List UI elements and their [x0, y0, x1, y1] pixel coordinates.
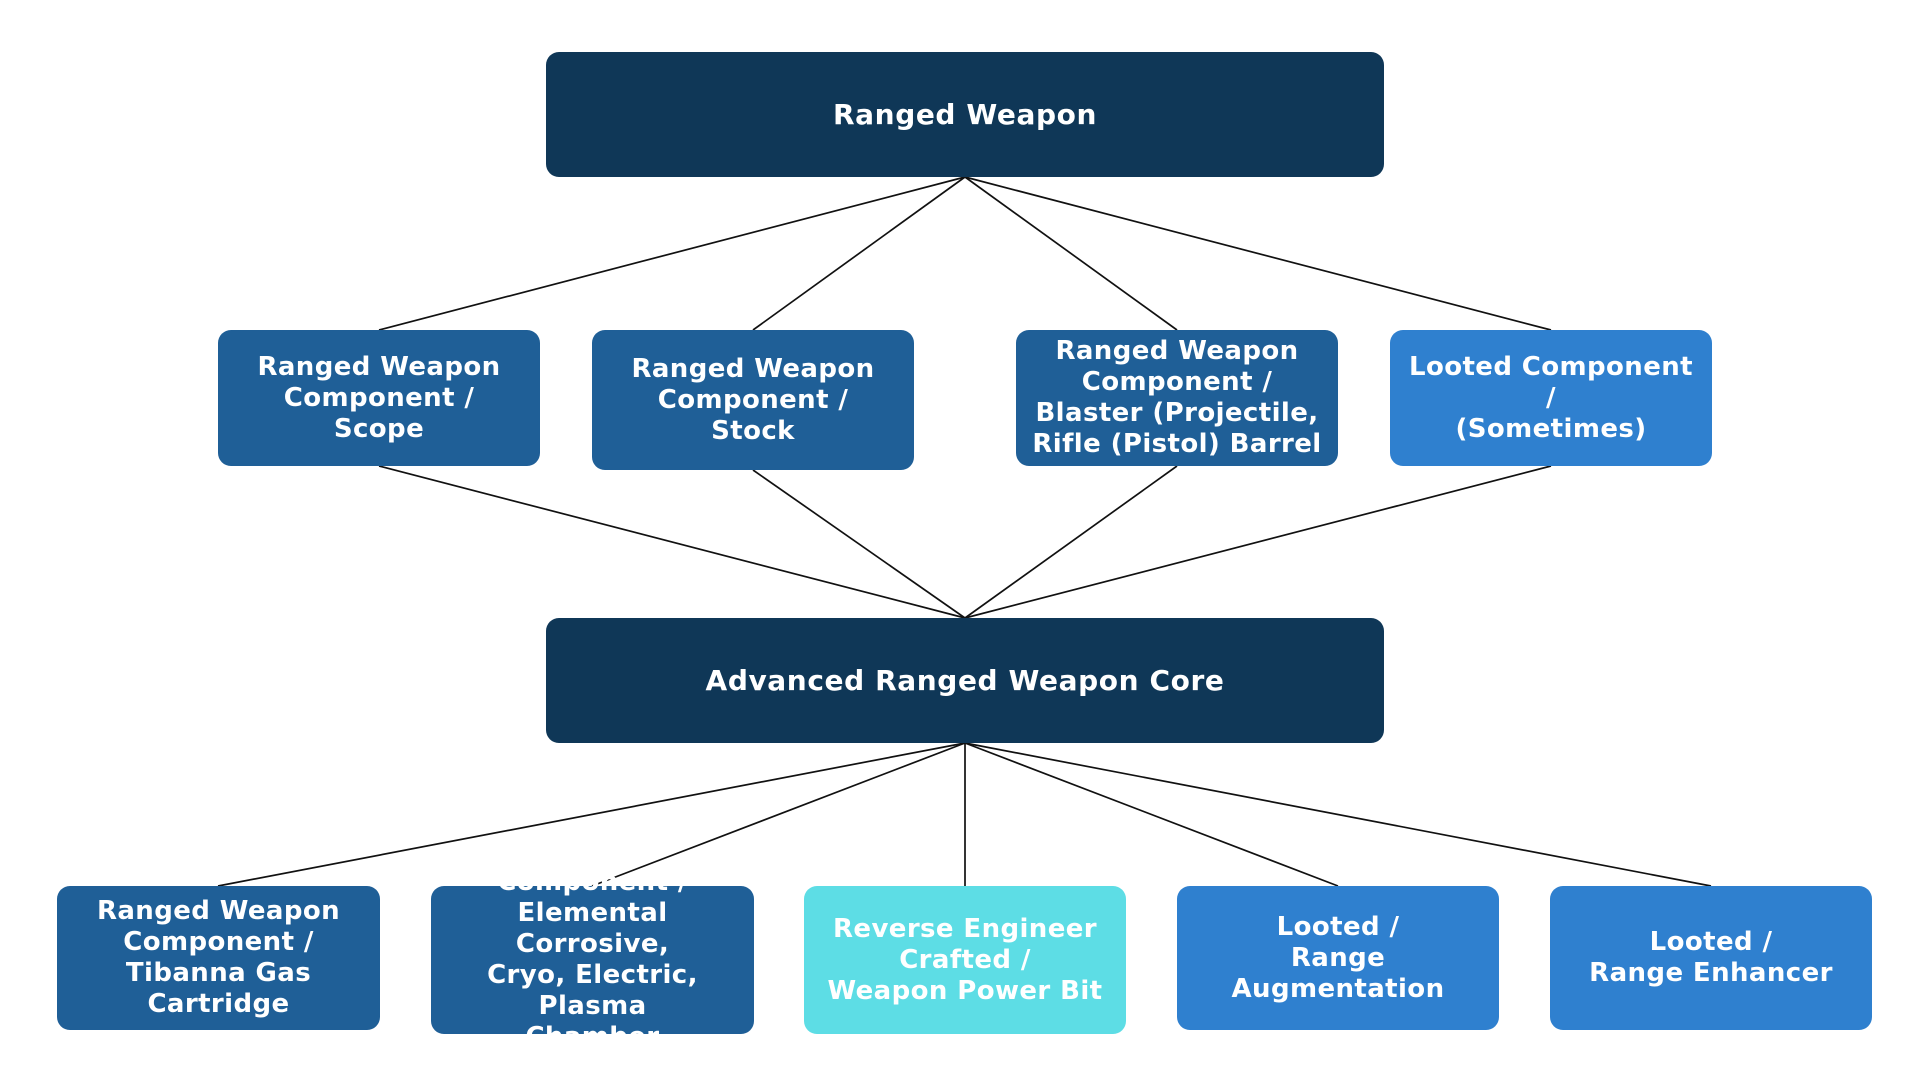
connector-root-to-scope — [378, 176, 966, 331]
advanced-weapon-core-node: Advanced Ranged Weapon Core — [546, 618, 1384, 743]
scope-component-node: Ranged Weapon Component / Scope — [218, 330, 540, 466]
tibanna-gas-cartridge-node: Ranged Weapon Component / Tibanna Gas Ca… — [57, 886, 380, 1030]
connector-scope-to-core — [378, 465, 966, 619]
connector-core-to-tibanna — [217, 742, 966, 887]
range-enhancer-node: Looted / Range Enhancer — [1550, 886, 1872, 1030]
connector-barrel-to-core — [964, 465, 1178, 619]
connector-root-to-barrel — [964, 176, 1178, 331]
weapon-power-bit-node: Reverse Engineer Crafted / Weapon Power … — [804, 886, 1126, 1034]
elemental-chamber-node: Component / Elemental Corrosive, Cryo, E… — [431, 867, 754, 1052]
connector-stock-to-core — [752, 469, 966, 619]
barrel-component-node: Ranged Weapon Component / Blaster (Proje… — [1016, 330, 1338, 466]
connector-core-to-range-augmentation — [964, 742, 1339, 887]
range-augmentation-node: Looted / Range Augmentation — [1177, 886, 1499, 1030]
ranged-weapon-node: Ranged Weapon — [546, 52, 1384, 177]
connector-core-to-chamber — [591, 742, 966, 887]
connector-looted-component-to-core — [964, 465, 1552, 619]
connector-root-to-looted-component — [964, 176, 1552, 331]
stock-component-node: Ranged Weapon Component / Stock — [592, 330, 914, 470]
connector-core-to-range-enhancer — [964, 742, 1712, 887]
connector-root-to-stock — [752, 176, 966, 331]
looted-component-node: Looted Component / (Sometimes) — [1390, 330, 1712, 466]
